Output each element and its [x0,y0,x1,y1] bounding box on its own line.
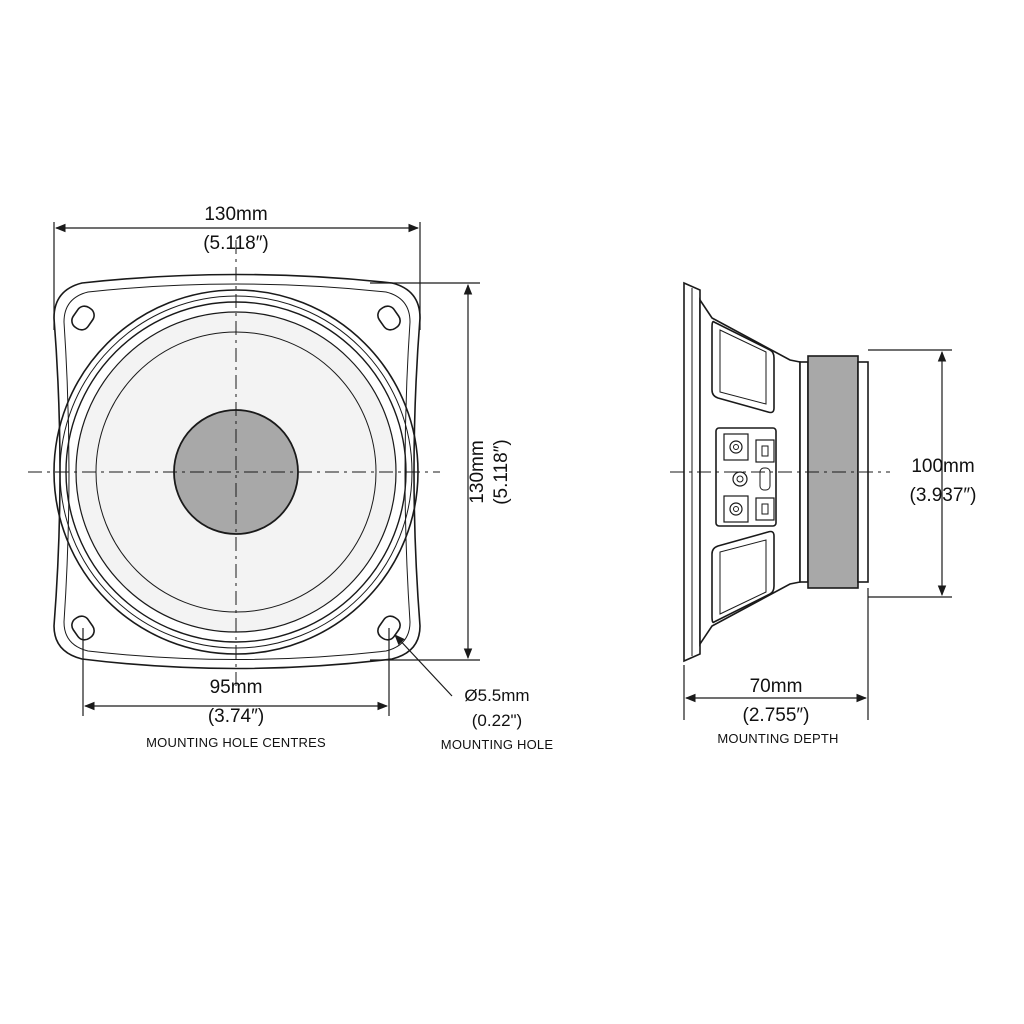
mounting-hole-leader [394,634,453,697]
depth-imperial-label: (2.755″) [742,705,810,726]
basket-window-bottom [711,530,775,624]
depth-metric-label: 70mm [749,676,803,697]
front-center-lines [28,240,440,690]
terminal-bottom [729,502,743,516]
mounting-hole-top-left [71,305,95,331]
magnet-metric-label: 100mm [911,456,975,477]
hole-spacing-imperial-label: (3.74″) [207,706,265,727]
hole-spacing-caption: MOUNTING HOLE CENTRES [146,735,326,750]
side-dimensions [683,349,952,720]
hole-diameter-imperial-label: (0.22") [471,711,523,730]
terminal-tab-top [755,439,775,463]
height-metric-label: 130mm [467,440,488,504]
terminal-block [715,427,777,527]
terminal-top [729,440,743,454]
side-view [683,281,869,663]
depth-caption: MOUNTING DEPTH [717,731,839,746]
height-label: 130mm (5.118″) [466,439,514,505]
height-imperial-label: (5.118″) [491,439,512,505]
width-imperial-label: (5.118″) [203,233,269,254]
front-dimensions [53,222,480,716]
mounting-hole-top-right [377,305,401,331]
magnet-imperial-label: (3.937″) [909,485,977,506]
hole-diameter-metric-label: Ø5.5mm [464,686,530,705]
terminal-tab-bottom [755,497,775,521]
hole-spacing-metric-label: 95mm [209,677,263,698]
terminal-center-rivet [732,471,748,487]
width-metric-label: 130mm [204,204,268,225]
basket-window-top [711,320,775,414]
hole-diameter-caption: MOUNTING HOLE [440,737,554,752]
